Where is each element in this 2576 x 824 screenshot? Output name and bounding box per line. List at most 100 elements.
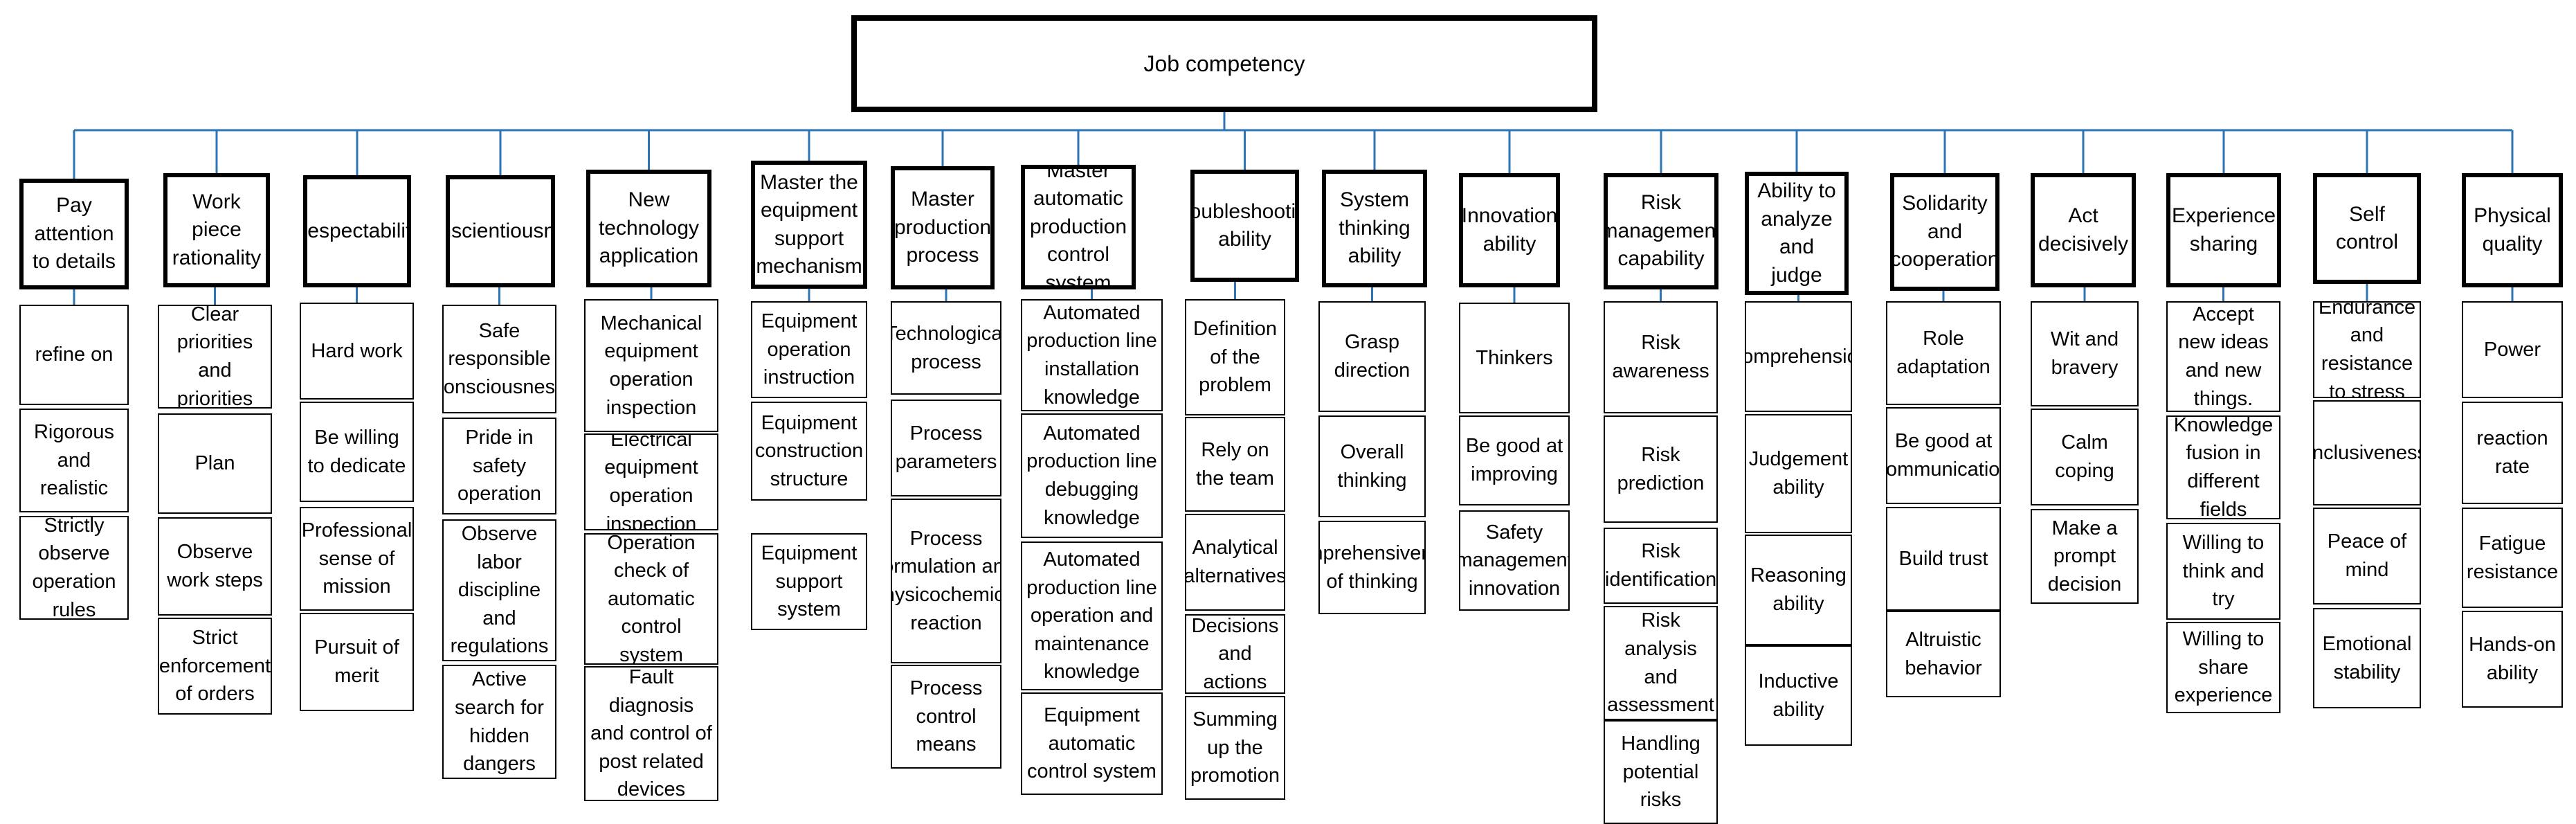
item-node: Summing up the promotion — [1185, 696, 1285, 800]
item-node: Equipment support system — [751, 533, 867, 630]
item-node: Be good at communication — [1886, 407, 2001, 504]
item-node-label: Willing to share experience — [2174, 628, 2273, 707]
item-node-label: Emotional stability — [2322, 632, 2412, 683]
item-node-label: Hard work — [311, 339, 403, 362]
item-node: refine on — [19, 305, 129, 405]
item-node: Comprehension — [1745, 301, 1852, 412]
item-node: Hard work — [300, 303, 414, 400]
item-node: Automated production line debugging know… — [1021, 413, 1163, 538]
category-node-10-label: System thinking ability — [1339, 188, 1411, 268]
item-node-label: Role adaptation — [1896, 328, 1990, 378]
category-node-18: Physical quality — [2462, 173, 2563, 287]
item-node-label: Observe work steps — [167, 541, 263, 591]
item-node-label: Process control means — [909, 677, 983, 756]
item-node-label: reaction rate — [2476, 427, 2548, 478]
category-node-2: Work piece rationality — [163, 173, 270, 287]
item-node: Willing to think and try — [2166, 523, 2280, 620]
item-node: Process formulation and physicochemical … — [891, 499, 1001, 663]
category-node-8: Master automatic production control syst… — [1021, 165, 1136, 289]
category-node-3-label: Respectability — [307, 219, 411, 242]
category-node-4: Conscientiousness — [446, 175, 555, 287]
item-node: Mechanical equipment operation inspectio… — [584, 299, 718, 432]
item-node-label: Fatigue resistance — [2466, 532, 2559, 583]
item-node: Observe labor discipline and regulations — [442, 519, 556, 661]
item-node: Plan — [158, 413, 272, 514]
item-node-label: Equipment support system — [761, 542, 858, 621]
item-node-label: Plan — [194, 452, 235, 475]
item-node-label: Risk identification — [1604, 540, 1717, 591]
item-node-label: Risk analysis and assessment — [1607, 609, 1714, 717]
item-node: Active search for hidden dangers — [442, 665, 556, 779]
item-node-label: Endurance and resistance to stress — [2318, 301, 2416, 398]
item-node: Equipment construction structure — [751, 402, 867, 501]
category-node-13-label: Ability to analyze and judge — [1757, 179, 1836, 287]
item-node: Equipment automatic control system — [1021, 692, 1163, 795]
item-node-label: Equipment automatic control system — [1027, 704, 1157, 783]
item-node: Clear priorities and priorities — [158, 305, 272, 409]
item-node: Equipment operation instruction — [751, 301, 867, 398]
item-node: Wit and bravery — [2031, 301, 2139, 406]
root-label: Job competency — [1143, 51, 1305, 76]
item-node: Make a prompt decision — [2031, 509, 2139, 604]
item-node-label: Reasoning ability — [1750, 564, 1847, 615]
item-node: Process parameters — [891, 400, 1001, 496]
item-node: Observe work steps — [158, 517, 272, 616]
item-node-label: Equipment construction structure — [754, 411, 864, 490]
category-node-12: Risk management capability — [1604, 173, 1718, 289]
item-node: Thinkers — [1459, 303, 1570, 413]
item-node: Power — [2462, 301, 2563, 398]
category-node-4-label: Conscientiousness — [450, 219, 555, 242]
category-node-3: Respectability — [303, 175, 411, 287]
item-node: Judgement ability — [1745, 414, 1852, 533]
item-node-label: Accept new ideas and new things. — [2178, 303, 2269, 410]
category-node-14-label: Solidarity and cooperation — [1890, 192, 1999, 271]
item-node: Pride in safety operation — [442, 418, 556, 514]
item-node: Definition of the problem — [1185, 299, 1285, 415]
item-node-label: Be good at communication — [1886, 430, 2000, 481]
item-node-label: Knowledge fusion in different fields — [2173, 415, 2274, 519]
item-node: Rely on the team — [1185, 417, 1285, 512]
item-node: Knowledge fusion in different fields — [2166, 415, 2280, 519]
item-node-label: Handling potential risks — [1621, 733, 1700, 812]
item-node: Risk identification — [1604, 528, 1718, 604]
item-node: Safe responsible consciousness — [442, 305, 556, 413]
item-node: Process control means — [891, 665, 1001, 769]
item-node: Automated production line operation and … — [1021, 541, 1163, 690]
item-node-label: Inductive ability — [1758, 670, 1839, 721]
item-node: Peace of mind — [2313, 508, 2421, 604]
item-node: Electrical equipment operation inspectio… — [584, 433, 718, 530]
category-node-12-label: Risk management capability — [1604, 191, 1718, 271]
category-node-7: Master production process — [891, 166, 995, 289]
item-node-label: Fault diagnosis and control of post rela… — [590, 666, 712, 801]
item-node: Inclusiveness — [2313, 400, 2421, 505]
item-node-label: Pursuit of merit — [314, 636, 399, 687]
item-node: Fault diagnosis and control of post rela… — [584, 666, 718, 801]
item-node-label: Process formulation and physicochemical … — [892, 527, 1000, 634]
item-node: Be willing to dedicate — [300, 402, 414, 502]
item-node: Comprehensiveness of thinking — [1318, 521, 1426, 614]
item-node-label: Automated production line operation and … — [1026, 548, 1157, 683]
item-node-label: refine on — [35, 343, 114, 366]
item-node-label: Pride in safety operation — [457, 427, 541, 505]
category-node-17-label: Self control — [2335, 202, 2399, 254]
category-node-13: Ability to analyze and judge — [1745, 172, 1849, 295]
item-node-label: Technological process — [891, 322, 1001, 373]
item-node-label: Observe labor discipline and regulations — [450, 523, 549, 658]
category-node-1: Pay attention to details — [19, 179, 129, 289]
item-node-label: Inclusiveness — [2313, 441, 2421, 464]
item-node-label: Process parameters — [895, 422, 997, 473]
item-node-label: Altruistic behavior — [1905, 628, 1982, 679]
root-node: Job competency — [851, 15, 1597, 112]
item-node: Automated production line installation k… — [1021, 299, 1163, 411]
item-node-label: Willing to think and try — [2182, 532, 2265, 611]
item-node-label: Strict enforcement of orders — [158, 627, 271, 706]
item-node: Strictly observe operation rules — [19, 516, 129, 620]
item-node-label: Clear priorities and priorities — [176, 305, 253, 409]
item-node: Rigorous and realistic — [19, 409, 129, 512]
item-node: Overall thinking — [1318, 415, 1426, 517]
item-node-label: Professional sense of mission — [301, 519, 412, 598]
item-node: Accept new ideas and new things. — [2166, 301, 2280, 412]
item-node-label: Safe responsible consciousness — [443, 319, 556, 398]
category-node-15: Act decisively — [2031, 173, 2136, 287]
